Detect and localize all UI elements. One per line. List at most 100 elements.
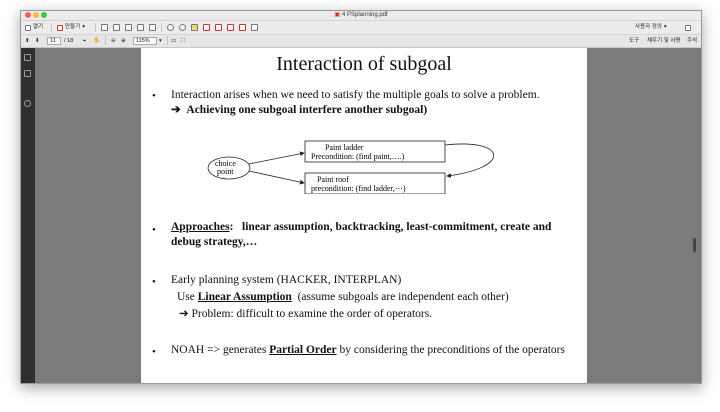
export-pdf-icon[interactable]: [215, 23, 222, 32]
window-title: ▣4 PSplanning.pdf: [21, 11, 701, 20]
print-icon[interactable]: [125, 23, 132, 32]
email-icon-shape: [149, 24, 156, 31]
noah-text-rest: by considering the preconditions of the …: [339, 344, 565, 356]
settings-icon[interactable]: [167, 23, 174, 32]
shield-icon: [251, 24, 258, 31]
toolbar-divider: [51, 23, 52, 32]
customize-menu[interactable]: 사용자 정의▾: [635, 23, 667, 32]
comment-tab[interactable]: 주석: [687, 38, 698, 44]
combine-files-icon[interactable]: [227, 23, 234, 32]
highlight-icon[interactable]: [191, 23, 198, 32]
chevron-down-icon: ▾: [663, 24, 667, 30]
document-viewport[interactable]: Interaction of subgoal • Interaction ari…: [35, 48, 697, 383]
slide-title: Interaction of subgoal: [276, 53, 452, 75]
subgoal-diagram: choice point Paint ladder Precondition: …: [207, 140, 494, 194]
print-icon-shape: [125, 24, 132, 31]
toolbar-divider: [161, 23, 162, 32]
partial-order-term: Partial Order: [269, 344, 337, 356]
attachments-icon[interactable]: [24, 100, 31, 107]
close-window-button[interactable]: [25, 12, 31, 18]
bullet-interaction: Interaction arises when we need to satis…: [171, 89, 540, 101]
bullet-interaction-sub: ➔ Achieving one subgoal interfere anothe…: [171, 103, 571, 118]
choice-point-ellipse: [207, 156, 251, 180]
prev-page-icon[interactable]: ⬆: [25, 38, 30, 44]
navigation-toolbar: ⬆ ⬇ 11 / 18 ⌖ ✋ ⊖ ⊕ 115% ▾ ▭ ⛶ 도구 채우기 및 …: [21, 35, 701, 48]
approaches-colon: :: [229, 221, 234, 233]
approaches-term: Approaches: [171, 221, 230, 233]
protect-icon[interactable]: [251, 23, 258, 32]
sub-text: Achieving one subgoal interfere another …: [186, 104, 428, 116]
use-word: Use: [177, 291, 195, 303]
stamp-icon-shape: [203, 24, 210, 31]
linear-assumption-term: Linear Assumption: [197, 291, 292, 303]
main-toolbar: 열기 만들기▾ 사용자 정의▾: [21, 21, 701, 35]
zoom-level-select[interactable]: 115%: [133, 37, 157, 45]
paint-ladder-box: [304, 140, 446, 163]
title-bar: ▣4 PSplanning.pdf: [21, 11, 701, 21]
box1-line1: Paint ladder: [325, 143, 364, 152]
save-icon-shape: [101, 24, 108, 31]
paint-roof-box: [304, 172, 446, 194]
zoom-out-icon[interactable]: ⊖: [111, 38, 116, 44]
next-page-icon[interactable]: ⬇: [35, 38, 40, 44]
full-screen-icon[interactable]: ⛶: [181, 38, 185, 44]
ellipse-label-1: choice: [215, 159, 236, 168]
open-button[interactable]: 열기: [25, 23, 43, 32]
vertical-scrollbar[interactable]: [693, 238, 696, 252]
chevron-down-icon[interactable]: ▾: [159, 38, 162, 44]
box1-line2: Precondition: (find paint,….): [311, 152, 405, 161]
arrow-to-box2: [248, 170, 305, 185]
edit-icon-shape: [137, 24, 144, 31]
ellipse-label-2: point: [217, 167, 234, 176]
cloud-upload-icon[interactable]: [113, 23, 120, 32]
bullet-approaches: Approaches: linear assumption, backtrack…: [171, 220, 571, 250]
page-thumbnails-icon[interactable]: [24, 54, 31, 61]
arrow-right-icon: ➔: [179, 308, 189, 320]
comment-icon[interactable]: [179, 23, 186, 32]
bullet-marker: •: [152, 346, 156, 358]
bookmarks-icon[interactable]: [24, 70, 31, 77]
organize-pages-icon[interactable]: [239, 23, 246, 32]
window-title-text: 4 PSplanning.pdf: [341, 12, 388, 18]
arrow-right-icon: ➔: [171, 104, 181, 116]
bullet-early-planning: Early planning system (HACKER, INTERPLAN…: [171, 274, 402, 286]
bullet-marker: •: [152, 224, 156, 236]
create-pdf-icon: [57, 24, 63, 31]
email-icon[interactable]: [149, 23, 156, 32]
box2-line1: Paint roof: [317, 175, 349, 184]
tools-tab[interactable]: 도구: [629, 38, 640, 44]
speech-bubble-icon: [179, 24, 186, 31]
page-total: / 18: [64, 38, 74, 44]
edit-icon[interactable]: [137, 23, 144, 32]
zoom-in-icon[interactable]: ⊕: [121, 38, 126, 44]
stamp-icon[interactable]: [203, 23, 210, 32]
cloud-icon-shape: [113, 24, 120, 31]
create-button[interactable]: 만들기▾: [57, 23, 85, 32]
hand-tool-icon[interactable]: ✋: [93, 38, 100, 44]
linear-assumption-line: Use Linear Assumption (assume subgoals a…: [177, 290, 577, 305]
interference-arrow: [444, 143, 494, 178]
problem-line: ➔ Problem: difficult to examine the orde…: [179, 307, 579, 322]
toolbar-divider: [105, 36, 106, 45]
bullet-marker: •: [152, 90, 156, 102]
pdf-viewer-window: ▣4 PSplanning.pdf 열기 만들기▾ 사용자 정의▾ ⬆ ⬇ 11…: [20, 10, 702, 384]
problem-text: Problem: difficult to examine the order …: [191, 308, 433, 320]
maximize-window-button[interactable]: [41, 12, 47, 18]
fill-sign-tab[interactable]: 채우기 및 서명: [647, 38, 681, 44]
save-icon[interactable]: [101, 23, 108, 32]
open-label: 열기: [33, 24, 44, 30]
page-number-input[interactable]: 11: [47, 37, 61, 45]
select-cursor-icon[interactable]: ⌖: [83, 38, 87, 44]
pdf-file-icon: ▣: [334, 12, 340, 18]
share-icon[interactable]: [685, 23, 691, 32]
fit-page-icon[interactable]: ▭: [171, 38, 177, 44]
minimize-window-button[interactable]: [33, 12, 39, 18]
arrow-to-box1: [248, 151, 305, 165]
noah-text: NOAH => generates: [171, 344, 267, 356]
pdf-page: Interaction of subgoal • Interaction ari…: [141, 48, 587, 383]
chevron-down-icon: ▾: [82, 24, 85, 30]
share-icon-shape: [685, 24, 691, 31]
bullet-noah: NOAH => generates Partial Order by consi…: [171, 343, 571, 358]
customize-label: 사용자 정의: [635, 24, 662, 30]
box2-line2: precondition: (find ladder,⋯): [311, 184, 406, 193]
